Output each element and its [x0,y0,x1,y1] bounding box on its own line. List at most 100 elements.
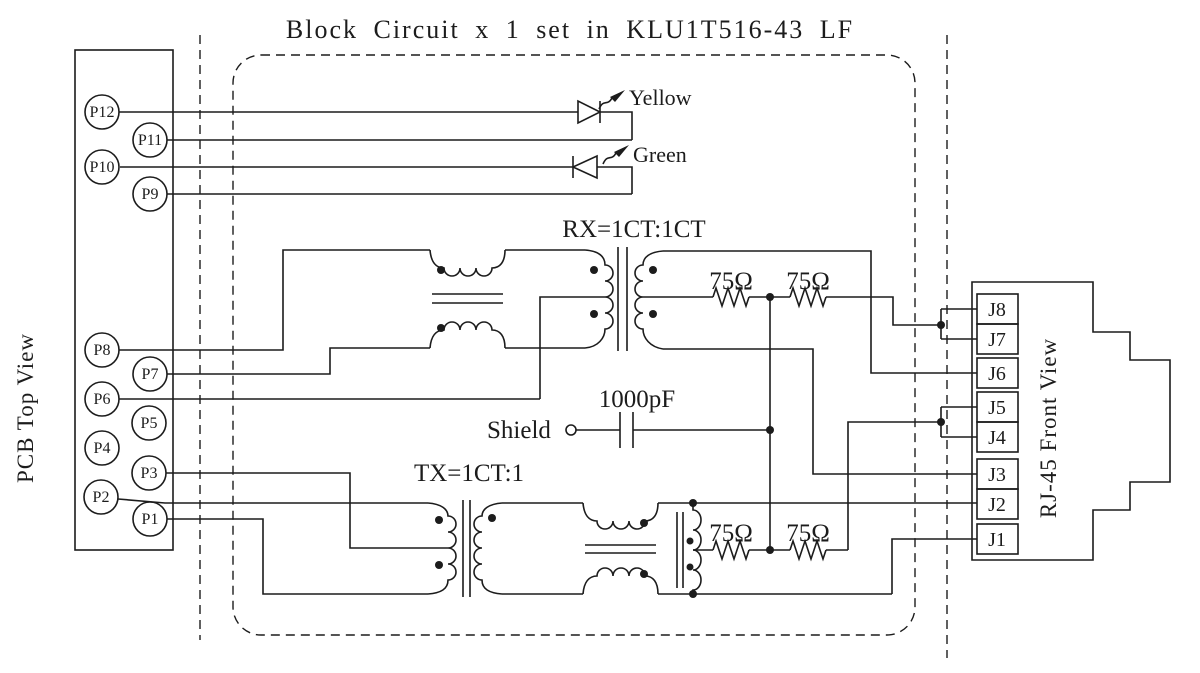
wire-choke-to-rx-transformer [505,249,585,349]
pin-p2-label: P2 [93,489,110,506]
wire-p2-to-tx-top [117,498,428,504]
wire-rx-top-to-j6 [663,250,977,374]
tx-circuit [117,421,977,597]
jack-labels: J8 J7 J6 J5 J4 J3 J2 J1 [988,299,1006,551]
tx-transformer-core [462,500,471,597]
rx-transformer-secondary-winding [634,250,664,350]
jack-j3-label: J3 [988,464,1006,486]
resistor-r4 [789,538,827,562]
pin-p4-label: P4 [94,440,111,457]
green-led-emission-arrow [602,152,617,165]
polarity-dot [590,266,598,274]
junction-dot [766,426,774,434]
polarity-dot [435,561,443,569]
polarity-dots [435,266,694,578]
jack-j6 [976,357,1019,389]
pin-p11-label: P11 [138,132,162,149]
green-led-label: Green [633,142,687,167]
pin-p7-label: P7 [142,366,159,383]
wire-r4-to-j4j5 [847,421,941,550]
pin-p9-label: P9 [142,186,159,203]
capacitor-plates [619,412,634,448]
junction-dot [766,293,774,301]
wire-p1-to-tx-bottom [167,518,428,595]
capacitor-label: 1000pF [599,386,675,413]
tx-shunt-winding [692,503,702,594]
pin-labels: P12 P11 P10 P9 P8 P7 P6 P5 P4 P3 P2 P1 [90,104,163,528]
rx-transformer-core [617,247,628,351]
resistor-r2-label: 75Ω [786,268,830,295]
pin-p3-label: P3 [141,465,158,482]
wire-p3-to-tx-centertap [166,472,448,549]
wire-tx-to-choke [502,502,583,595]
yellow-led-triangle [577,99,602,125]
jack-j4-label: J4 [988,427,1006,449]
wire-yellow-led-return [600,111,633,140]
green-arrow-head [614,145,629,157]
pin-p12-label: P12 [90,104,115,121]
shield-capacitor-circuit [565,297,771,550]
polarity-dot [590,310,598,318]
jack-j1 [976,523,1019,555]
polarity-dot [686,537,694,545]
jack-j7-label: J7 [988,329,1006,351]
pin-p2 [83,479,119,515]
resistor-r4-label: 75Ω [786,520,830,547]
pcb-pins [83,94,168,537]
pin-p4 [84,430,120,466]
shield-label: Shield [487,417,551,444]
polarity-dot [437,266,445,274]
tx-transformer-label: TX=1CT:1 [414,460,524,487]
tx-choke-core [585,544,656,554]
wire-rx-bottom-to-j3 [663,348,977,475]
resistor-r1 [712,285,750,309]
tx-shunt-core [676,512,684,588]
polarity-dot [686,563,694,571]
polarity-dot [488,514,496,522]
tx-transformer-primary-winding [427,502,457,595]
pin-p1-label: P1 [142,511,159,528]
resistor-r1-label: 75Ω [709,268,753,295]
jack-j5-label: J5 [988,397,1006,419]
rx-circuit [119,247,977,475]
jack-j2-label: J2 [988,494,1006,516]
jack-j1-label: J1 [988,529,1006,551]
polarity-dot [640,519,648,527]
junction-dot [689,499,697,507]
pin-p5 [131,405,167,441]
diagram-title: Block Circuit x 1 set in KLU1T516-43 LF [286,15,854,44]
polarity-dot [649,310,657,318]
rx-transformer-label: RX=1CT:1CT [562,216,705,243]
pin-p5-label: P5 [141,415,158,432]
wire-r2-to-j8j7 [826,296,941,326]
yellow-led-label: Yellow [629,85,692,110]
junction-dot [937,321,945,329]
jack-j6-label: J6 [988,363,1006,385]
rj45-outline [971,281,1171,561]
yellow-arrow-head [610,90,625,102]
resistor-r3 [712,538,750,562]
block-dashed-outline [232,54,916,636]
green-led-triangle [571,154,598,180]
pcb-view-label: PCB Top View [13,333,38,483]
rx-transformer-primary-winding [584,249,614,349]
polarity-dot [435,516,443,524]
wire-rx-centertap-to-p6 [119,296,605,400]
pin-p10 [84,149,120,185]
wire-to-j1 [891,538,977,594]
yellow-led-emission-arrow [598,97,613,110]
tx-transformer-secondary-winding [473,502,503,595]
wire-p8-to-choke [119,249,430,351]
wire-p7-to-choke [167,347,430,375]
resistor-r3-label: 75Ω [709,520,753,547]
polarity-dot [649,266,657,274]
polarity-dot [640,570,648,578]
wire-green-led-return [597,166,633,194]
pin-p10-label: P10 [90,159,115,176]
pin-p6-label: P6 [94,391,111,408]
pcb-outline [74,49,174,551]
rj45-connector [940,281,1171,561]
jack-j8-label: J8 [988,299,1006,321]
